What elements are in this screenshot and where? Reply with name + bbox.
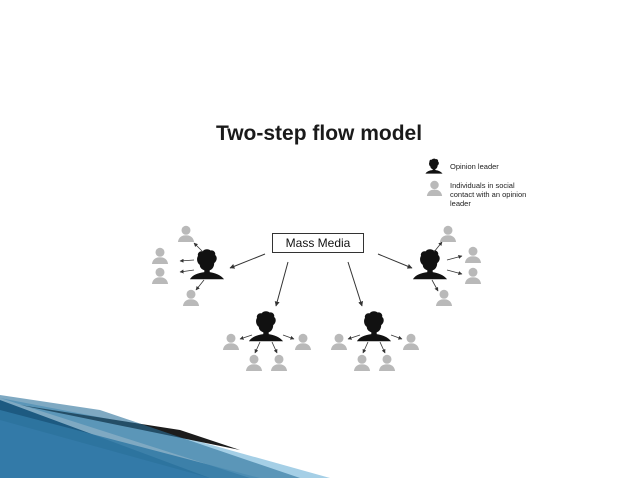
leader-group-bottom-right <box>330 311 420 371</box>
individual-icon <box>330 333 348 350</box>
individual-icon <box>464 267 482 284</box>
leader-group-right <box>412 225 482 306</box>
slide-title: Two-step flow model <box>215 122 423 145</box>
individual-icon <box>435 289 453 306</box>
individual-icon <box>439 225 457 242</box>
leader-group-bottom-left <box>222 311 312 371</box>
individual-icon <box>151 267 169 284</box>
individual-icon <box>294 333 312 350</box>
individual-icon <box>426 180 443 196</box>
individual-icon <box>222 333 240 350</box>
legend-individuals-label: Individuals in social contact with an op… <box>450 181 527 208</box>
opinion-leader-icon <box>412 249 448 280</box>
legend-opinion-leader-label: Opinion leader <box>450 162 499 171</box>
mass-media-box: Mass Media <box>272 233 364 253</box>
individual-icon <box>464 246 482 263</box>
opinion-leader-icon <box>248 311 284 342</box>
opinion-leader-icon <box>356 311 392 342</box>
individual-icon <box>353 354 371 371</box>
individual-icon <box>177 225 195 242</box>
legend-icons <box>425 158 443 196</box>
opinion-leader-icon <box>425 158 443 174</box>
opinion-leader-icon <box>189 249 225 280</box>
individual-icon <box>270 354 288 371</box>
individual-icon <box>378 354 396 371</box>
individual-icon <box>151 247 169 264</box>
individual-icon <box>245 354 263 371</box>
individual-icon <box>402 333 420 350</box>
individual-icon <box>182 289 200 306</box>
media-arrows <box>229 253 413 307</box>
leader-group-left <box>151 225 225 306</box>
decorative-banner <box>0 395 330 478</box>
